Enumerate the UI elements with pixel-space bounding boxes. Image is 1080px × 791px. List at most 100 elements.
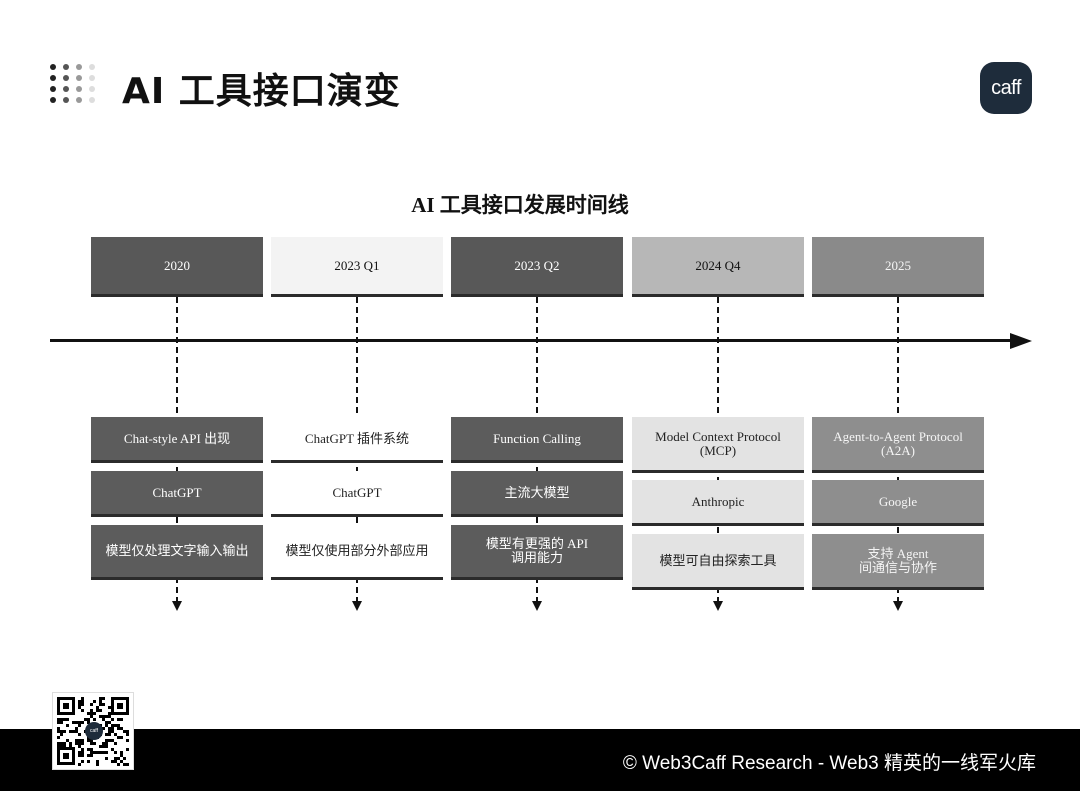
- qr-module: [81, 700, 84, 703]
- qr-logo-badge: caff: [85, 722, 103, 740]
- qr-module: [81, 748, 84, 751]
- qr-module: [105, 715, 108, 718]
- qr-module: [117, 763, 120, 766]
- caff-logo: caff: [980, 62, 1032, 114]
- timeline-axis: [50, 339, 1012, 342]
- qr-module: [123, 763, 126, 766]
- qr-module: [117, 703, 123, 709]
- timeline-cell: ChatGPT: [91, 471, 263, 517]
- qr-module: [60, 730, 63, 733]
- qr-module: [102, 751, 105, 754]
- decoration-dot: [89, 75, 95, 81]
- qr-module: [123, 757, 126, 760]
- qr-module: [126, 733, 129, 736]
- decoration-dot: [76, 97, 82, 103]
- qr-module: [102, 703, 105, 706]
- qr-module: [108, 706, 111, 709]
- qr-module: [63, 703, 69, 709]
- decoration-dot: [50, 86, 56, 92]
- decoration-dot: [76, 64, 82, 70]
- decoration-dot: [89, 97, 95, 103]
- timeline-cell: 模型可自由探索工具: [632, 534, 804, 590]
- down-arrow-icon: [893, 601, 903, 611]
- qr-module: [111, 718, 114, 721]
- qr-module: [87, 760, 90, 763]
- timeline-cell: Anthropic: [632, 480, 804, 526]
- qr-module: [102, 697, 105, 700]
- timeline-cell: 模型仅处理文字输入输出: [91, 525, 263, 580]
- decoration-dot: [63, 75, 69, 81]
- timeline-cell: Google: [812, 480, 984, 526]
- qr-module: [114, 757, 117, 760]
- qr-module: [105, 739, 108, 742]
- decoration-dot: [89, 64, 95, 70]
- qr-module: [93, 742, 96, 745]
- page-title: AI 工具接口演变: [122, 71, 401, 112]
- decoration-dot: [63, 97, 69, 103]
- down-arrow-icon: [532, 601, 542, 611]
- qr-module: [102, 742, 105, 745]
- qr-module: [57, 718, 60, 721]
- year-header: 2023 Q2: [451, 237, 623, 297]
- qr-module: [81, 754, 84, 757]
- qr-module: [111, 724, 114, 727]
- qr-module: [81, 703, 84, 706]
- down-arrow-icon: [713, 601, 723, 611]
- qr-module: [66, 724, 69, 727]
- qr-module: [63, 718, 66, 721]
- year-header: 2023 Q1: [271, 237, 443, 297]
- qr-module: [81, 760, 84, 763]
- qr-module: [120, 736, 123, 739]
- timeline-cell: ChatGPT 插件系统: [271, 417, 443, 463]
- qr-module: [69, 742, 72, 745]
- qr-module: [96, 709, 99, 712]
- qr-module: [111, 760, 114, 763]
- qr-module: [102, 727, 105, 730]
- qr-module: [117, 727, 120, 730]
- qr-module: [90, 703, 93, 706]
- qr-module: [108, 712, 111, 715]
- timeline-cell: 支持 Agent 间通信与协作: [812, 534, 984, 590]
- qr-module: [87, 739, 90, 742]
- qr-module: [102, 745, 105, 748]
- qr-module: [81, 751, 84, 754]
- qr-module: [120, 727, 123, 730]
- qr-module: [90, 709, 93, 712]
- qr-module: [96, 763, 99, 766]
- qr-module: [81, 697, 84, 700]
- qr-module: [90, 748, 93, 751]
- qr-module: [63, 753, 69, 759]
- qr-module: [96, 706, 99, 709]
- qr-module: [99, 715, 102, 718]
- diagram-title: AI 工具接口发展时间线: [411, 193, 629, 217]
- qr-module: [96, 760, 99, 763]
- qr-module: [114, 724, 117, 727]
- qr-code: caff: [52, 692, 134, 770]
- decoration-dot: [50, 97, 56, 103]
- qr-module: [78, 721, 81, 724]
- qr-module: [84, 718, 87, 721]
- qr-module: [99, 697, 102, 700]
- decoration-dot: [50, 75, 56, 81]
- qr-module: [75, 739, 78, 742]
- decoration-dot: [63, 86, 69, 92]
- qr-module: [78, 763, 81, 766]
- timeline-cell: 主流大模型: [451, 471, 623, 517]
- timeline-cell: 模型仅使用部分外部应用: [271, 525, 443, 580]
- qr-module: [90, 739, 93, 742]
- qr-module: [66, 739, 69, 742]
- qr-module: [90, 751, 93, 754]
- footer-bar: © Web3Caff Research - Web3 精英的一线军火库: [0, 729, 1080, 791]
- qr-module: [120, 754, 123, 757]
- timeline-arrowhead: [1010, 333, 1032, 349]
- qr-module: [78, 706, 81, 709]
- qr-module: [87, 754, 90, 757]
- qr-module: [60, 718, 63, 721]
- qr-module: [57, 736, 60, 739]
- qr-module: [126, 739, 129, 742]
- qr-module: [60, 745, 63, 748]
- qr-module: [66, 718, 69, 721]
- qr-module: [81, 739, 84, 742]
- qr-module: [111, 727, 114, 730]
- qr-module: [108, 721, 111, 724]
